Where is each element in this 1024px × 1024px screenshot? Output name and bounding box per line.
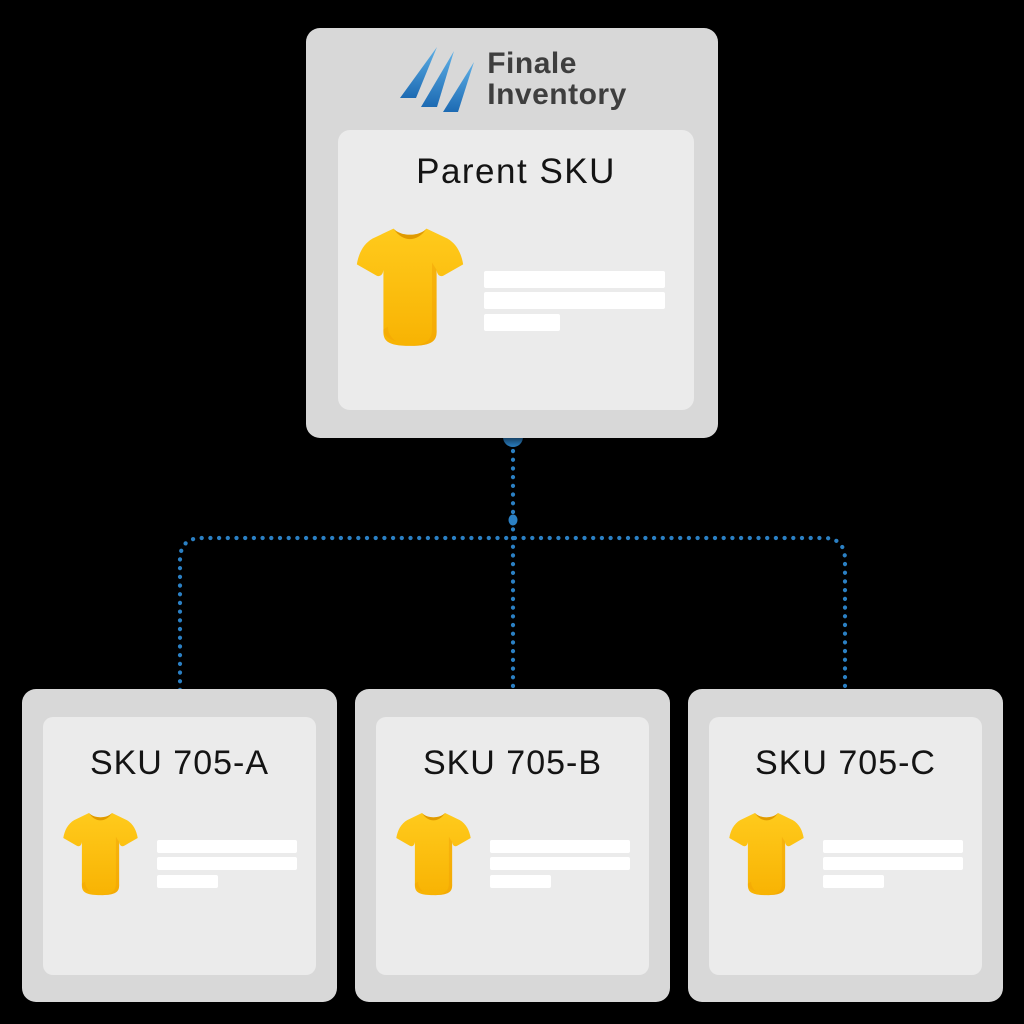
child-card-b-title: SKU 705-B bbox=[422, 744, 603, 782]
text-placeholder-bar bbox=[484, 314, 560, 331]
finale-inventory-logo: Finale Inventory bbox=[306, 44, 718, 114]
finale-triple-slash-icon bbox=[397, 44, 477, 114]
child-sku-card-a: SKU 705-A bbox=[22, 689, 337, 1002]
text-placeholder-bar bbox=[823, 840, 963, 853]
child-card-a-title: SKU 705-A bbox=[89, 744, 270, 782]
text-placeholder-bar bbox=[823, 875, 884, 888]
child-card-c-inner: SKU 705-C bbox=[709, 717, 982, 975]
text-placeholder-bar bbox=[157, 875, 218, 888]
child-sku-card-b: SKU 705-B bbox=[355, 689, 670, 1002]
connector-branch-line bbox=[177, 535, 848, 693]
text-placeholder-bar bbox=[490, 840, 630, 853]
parent-sku-card: Finale Inventory Parent SKU bbox=[306, 28, 718, 438]
text-placeholder-bar bbox=[490, 857, 630, 870]
text-placeholder-bar bbox=[157, 857, 297, 870]
connector-branch-node bbox=[508, 514, 518, 526]
finale-inventory-wordmark: Finale Inventory bbox=[487, 48, 627, 110]
text-placeholder-bar bbox=[484, 292, 665, 309]
text-placeholder-bar bbox=[484, 271, 665, 288]
text-placeholder-bar bbox=[157, 840, 297, 853]
logo-line-2: Inventory bbox=[487, 78, 627, 111]
child-sku-card-c: SKU 705-C bbox=[688, 689, 1003, 1002]
parent-card-title: Parent SKU bbox=[416, 152, 616, 191]
child-card-c-title: SKU 705-C bbox=[755, 744, 936, 782]
parent-card-inner: Parent SKU bbox=[338, 130, 694, 410]
child-card-a-inner: SKU 705-A bbox=[43, 717, 316, 975]
text-placeholder-bar bbox=[490, 875, 551, 888]
yellow-tshirt-image bbox=[62, 807, 139, 905]
text-placeholder-bar bbox=[823, 857, 963, 870]
child-card-b-inner: SKU 705-B bbox=[376, 717, 649, 975]
yellow-tshirt-image bbox=[395, 807, 472, 905]
yellow-tshirt-image bbox=[355, 220, 465, 360]
yellow-tshirt-image bbox=[728, 807, 805, 905]
logo-line-1: Finale bbox=[487, 47, 577, 80]
